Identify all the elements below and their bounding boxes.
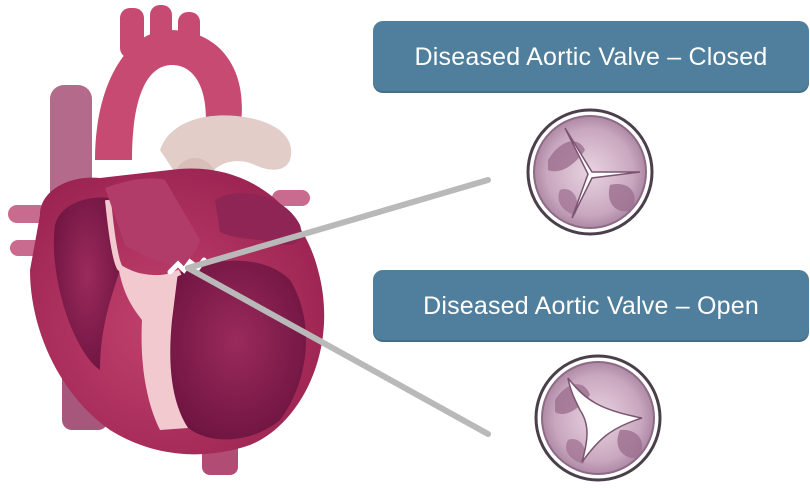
subclavian-artery <box>178 12 200 57</box>
label-valve-closed: Diseased Aortic Valve – Closed <box>373 21 809 93</box>
valve-closed-illustration <box>528 110 652 234</box>
brachiocephalic-artery <box>120 8 144 58</box>
valve-open-illustration <box>536 356 660 480</box>
label-valve-open: Diseased Aortic Valve – Open <box>373 270 809 342</box>
carotid-artery <box>150 5 172 50</box>
